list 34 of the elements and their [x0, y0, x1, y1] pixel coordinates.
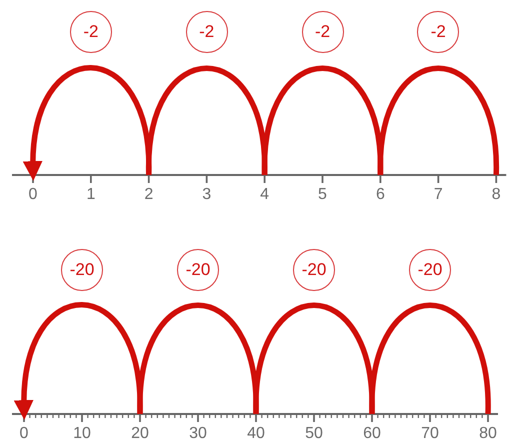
tick-label: 0: [6, 414, 42, 443]
tick-label: 2: [130, 175, 167, 204]
jump-arc: [253, 302, 375, 414]
jump-arc: [378, 66, 499, 176]
tick-label: 7: [434, 186, 443, 204]
tick-label: 30: [189, 425, 207, 443]
edge-label: -2: [417, 11, 460, 53]
tick-label: 0: [15, 175, 51, 204]
tick-label: 40: [238, 414, 274, 443]
jump-arc: [262, 66, 384, 176]
tick-label: 5: [318, 186, 327, 204]
edge-label: -20: [61, 249, 103, 291]
edge-label: -2: [186, 11, 228, 53]
tick-label: 50: [305, 425, 323, 443]
tick-label: 70: [421, 425, 439, 443]
tick-label: 20: [122, 414, 158, 443]
jump-arc: [146, 66, 268, 176]
edge-label: -2: [70, 11, 112, 53]
edge-label: -20: [409, 249, 451, 291]
tick-label: 60: [354, 414, 390, 443]
tick-label: 80: [470, 414, 506, 443]
jump-arc: [369, 302, 491, 414]
tick-label: 6: [362, 175, 398, 204]
jump-arrow: [14, 302, 143, 420]
jump-arrow: [24, 65, 152, 181]
edge-label: -20: [293, 249, 335, 291]
tick-label: 3: [202, 186, 212, 204]
jump-arc: [137, 302, 259, 414]
edge-label: -20: [177, 249, 219, 291]
tick-label: 4: [246, 175, 283, 204]
tick-label: 8: [478, 175, 507, 204]
tick-label: 10: [73, 425, 91, 443]
tick-label: 1: [86, 186, 96, 204]
edge-label: -2: [302, 11, 344, 53]
